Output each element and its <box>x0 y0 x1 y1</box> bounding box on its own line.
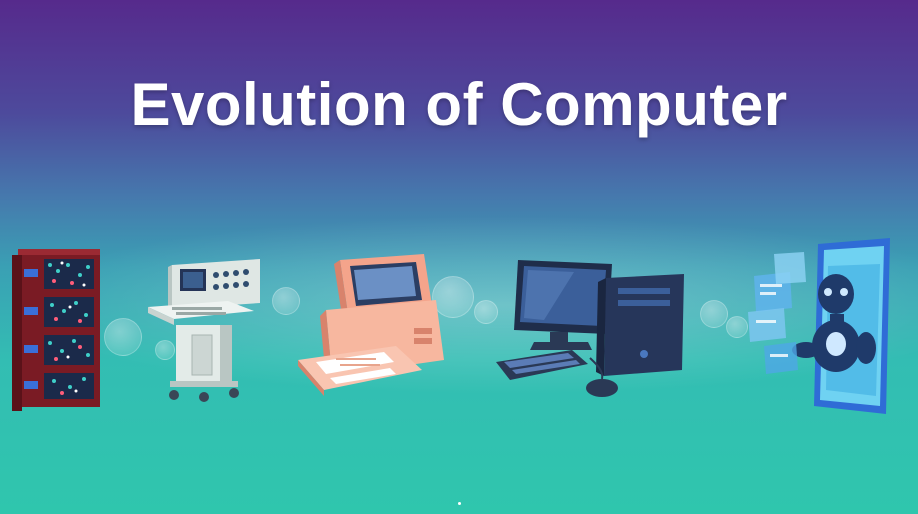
bubble-decoration <box>432 276 474 318</box>
retro-personal-computer-illustration <box>298 254 444 396</box>
bubble-decoration <box>155 340 175 360</box>
bubble-decoration <box>272 287 300 315</box>
desktop-pc-illustration <box>496 260 684 397</box>
mainframe-cabinet-illustration <box>12 249 100 411</box>
ai-robot-screen-illustration <box>748 238 890 414</box>
bubble-decoration <box>726 316 748 338</box>
slide-title: Evolution of Computer <box>130 71 788 138</box>
decorative-dot <box>458 502 461 505</box>
terminal-console-illustration <box>148 259 260 402</box>
bubble-decoration <box>700 300 728 328</box>
bubble-decoration <box>474 300 498 324</box>
bubble-decoration <box>104 318 142 356</box>
